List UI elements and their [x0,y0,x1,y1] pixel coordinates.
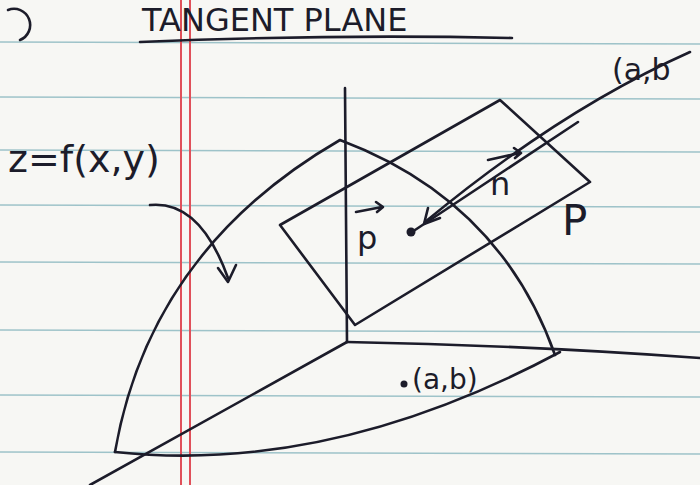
circle-mark [8,9,30,40]
arrow-head [218,265,236,282]
surface-outline [115,140,555,452]
tangent-plane-sketch [8,9,700,485]
normal-vector [412,122,578,232]
z-axis [345,88,347,342]
margin-lines [181,0,190,485]
plane-label: P [562,200,587,242]
y-axis [347,342,700,358]
point-dot [407,228,416,237]
page-title: TANGENT PLANE [142,4,407,36]
x-axis [90,342,347,485]
vector-arrow [488,148,521,160]
position-label: p [357,222,377,254]
point-dot [401,381,408,388]
title-underline [140,37,512,42]
surface-equation: z=f(x,y) [8,140,160,178]
pointer-arrow [150,205,228,278]
ruled-lines [0,42,700,454]
base-point-label: (a,b) [412,366,478,394]
vector-arrow [356,202,383,212]
point-label: (a,b [612,55,671,85]
surface-base [115,352,560,456]
normal-label: n [490,168,510,200]
arrow-head [424,208,440,224]
leader-line [425,52,690,222]
